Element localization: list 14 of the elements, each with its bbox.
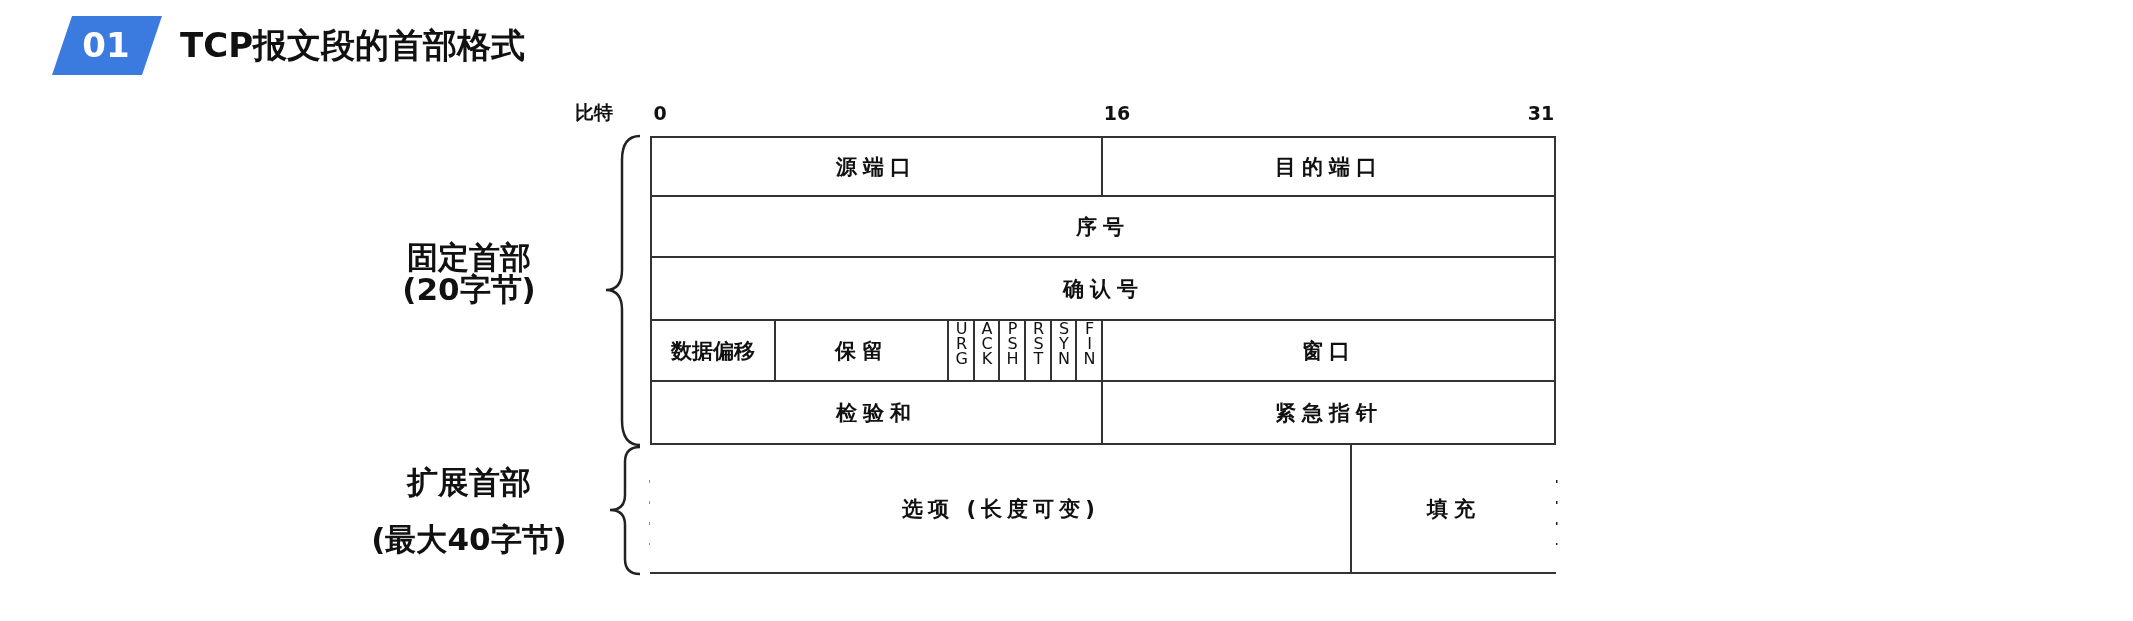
field-cell: 目的端口: [1101, 136, 1556, 197]
badge-number: 01: [82, 25, 130, 65]
field-cell: 窗口: [1101, 319, 1556, 382]
axis-label: 比特: [575, 100, 613, 125]
field-cell: 确认号: [650, 256, 1556, 321]
bit-number: 0: [653, 102, 667, 124]
field-cell: 序号: [650, 195, 1556, 258]
field-cell: 源端口: [650, 136, 1103, 197]
bit-number: 16: [1103, 102, 1131, 124]
section-label: 扩展首部: [407, 463, 531, 502]
field-cell: 填充: [1350, 443, 1556, 574]
bit-number: 31: [1527, 102, 1555, 124]
title: TCP报文段的首部格式: [180, 24, 526, 67]
section-label: (最大40字节): [371, 520, 567, 559]
